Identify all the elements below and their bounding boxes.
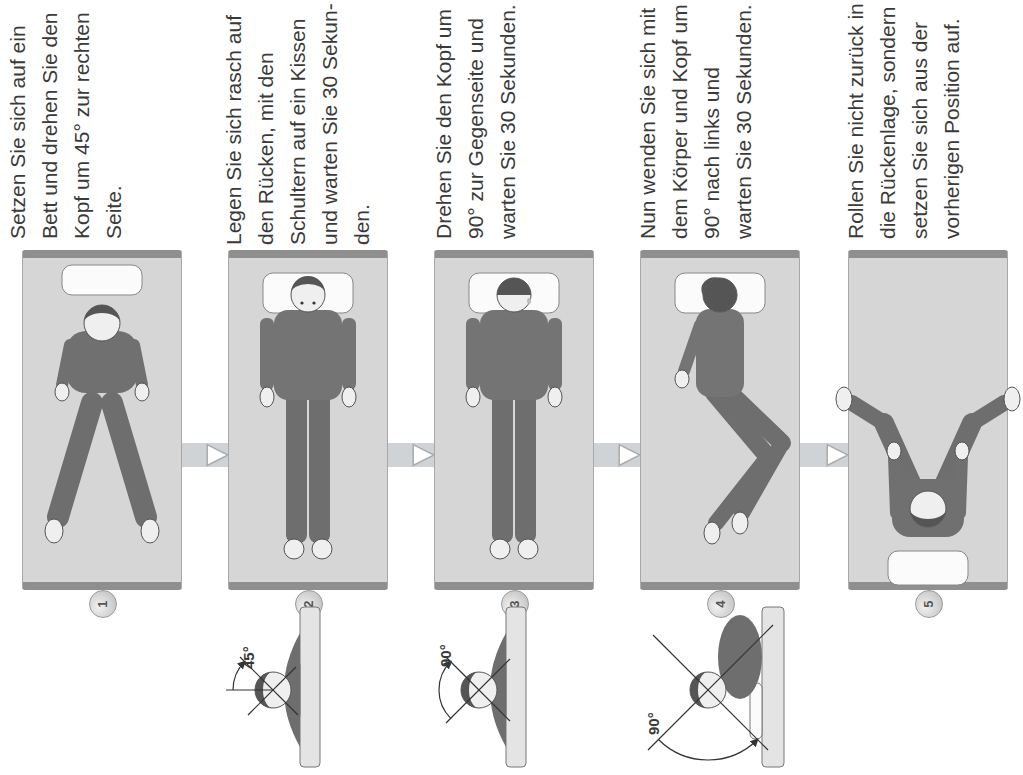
step-panel: 3 bbox=[434, 250, 594, 590]
head-angle-icon bbox=[439, 607, 526, 767]
mattress bbox=[506, 607, 526, 767]
angle-arc bbox=[439, 662, 451, 719]
head-angle-icon bbox=[226, 607, 320, 767]
step-number: 4 bbox=[707, 590, 735, 618]
pillow bbox=[750, 683, 762, 739]
sequence-arrow bbox=[182, 443, 228, 467]
angle-label: 90° bbox=[645, 695, 663, 735]
step-number: 1 bbox=[89, 590, 117, 618]
pillow bbox=[288, 660, 300, 720]
hair bbox=[255, 672, 273, 708]
sequence-arrow bbox=[594, 443, 640, 467]
step-instruction: Nun wenden Sie sich mit dem Körper und K… bbox=[632, 1, 760, 239]
hair bbox=[461, 672, 479, 708]
step-panel: 2 bbox=[228, 250, 388, 590]
head bbox=[690, 672, 726, 708]
step-panel: 4 bbox=[640, 250, 800, 590]
reference-line bbox=[226, 689, 273, 690]
angle-arc bbox=[659, 740, 758, 761]
mattress bbox=[300, 607, 320, 767]
hair bbox=[690, 672, 708, 708]
step-instruction: Rollen Sie nicht zurück in die Rückenlag… bbox=[840, 1, 968, 239]
sequence-arrow bbox=[388, 443, 434, 467]
sequence-arrow bbox=[800, 443, 848, 467]
axis-line bbox=[648, 625, 773, 750]
angle-label: 45° bbox=[240, 629, 258, 669]
shoulders bbox=[284, 633, 300, 747]
pillow bbox=[494, 660, 506, 720]
axis-line bbox=[446, 657, 510, 721]
axis-line bbox=[248, 667, 296, 715]
step-panel: 5 bbox=[848, 250, 1008, 590]
step-instruction: Legen Sie sich rasch auf den Rücken, mit… bbox=[218, 0, 378, 245]
step-instruction: Setzen Sie sich auf ein Bett und drehen … bbox=[2, 1, 130, 239]
torso bbox=[718, 615, 762, 699]
step-panel: 1 bbox=[22, 250, 182, 590]
step-number: 2 bbox=[295, 590, 323, 618]
shoulders bbox=[490, 633, 506, 747]
head bbox=[255, 672, 291, 708]
angle-label: 90° bbox=[437, 627, 455, 667]
mattress bbox=[762, 607, 784, 767]
step-number: 5 bbox=[915, 590, 943, 618]
head bbox=[461, 672, 497, 708]
axis-line bbox=[446, 659, 510, 723]
step-instruction: Drehen Sie den Kopf um 90° zur Gegenseit… bbox=[428, 1, 524, 239]
body-angle-icon bbox=[648, 607, 784, 767]
axis-line bbox=[653, 635, 768, 750]
step-number: 3 bbox=[501, 590, 529, 618]
